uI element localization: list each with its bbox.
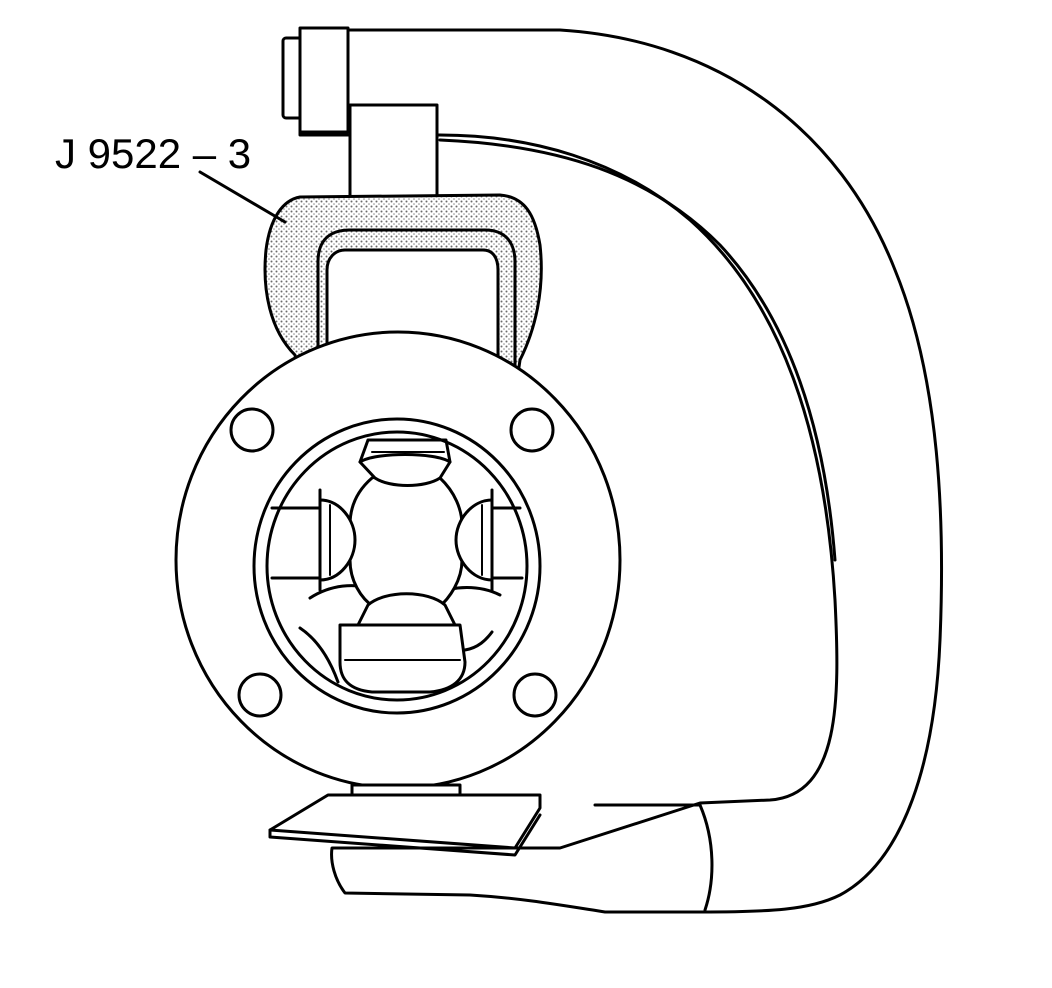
flange-bore-inner — [265, 430, 529, 702]
bearing-cup-top — [358, 453, 452, 487]
clamp-inner-edge — [438, 138, 837, 562]
press-screw-shaft — [348, 103, 439, 207]
tool-callout: J 9522 – 3 — [55, 130, 287, 224]
bolt-hole-bottom-right — [512, 672, 558, 718]
bolt-hole-bottom-left — [237, 672, 283, 718]
lower-yoke-right-shadow — [463, 630, 494, 652]
lower-yoke-block — [338, 623, 467, 694]
c-clamp-frame — [298, 28, 944, 914]
cross-body — [348, 470, 464, 615]
bearing-cup-bottom — [356, 592, 457, 627]
lower-yoke-left-shadow — [298, 626, 340, 684]
press-bottom-adapter — [268, 783, 542, 857]
bearing-cup-top-rim — [358, 438, 452, 464]
universal-joint-cross — [270, 438, 524, 694]
bearing-cup-left — [318, 498, 357, 582]
yoke-ear-right — [490, 506, 524, 580]
bolt-hole-top-left — [229, 407, 275, 453]
screw-knob-body — [298, 26, 350, 134]
press-screw-head — [281, 26, 350, 134]
adapter-plate-edge — [268, 813, 542, 857]
clamp-outer-body — [298, 28, 944, 914]
bolt-hole-top-right — [509, 407, 555, 453]
tool-inner-rim — [316, 228, 517, 367]
callout-label: J 9522 – 3 — [55, 130, 251, 177]
adapter-plate — [268, 793, 542, 850]
callout-leader-line — [198, 170, 287, 224]
clamp-lower-seam — [698, 803, 714, 912]
